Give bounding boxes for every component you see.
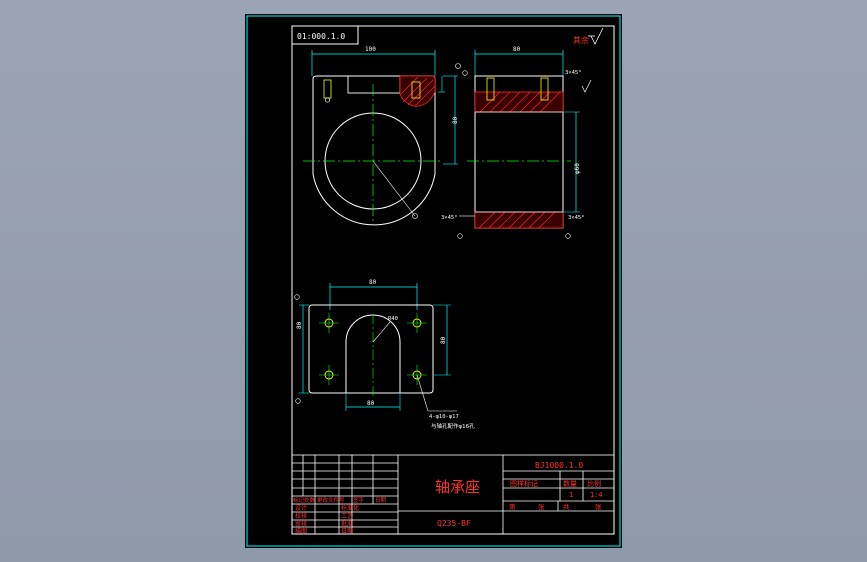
rev-header-5: 日期	[375, 497, 387, 504]
quantity: 1	[569, 491, 573, 499]
note-text: 与轴孔配作φ16孔	[431, 422, 475, 430]
dim-left-chamfer: 3×45°	[441, 215, 458, 221]
front-view[interactable]: 100	[303, 46, 461, 226]
dim-plate-side: 80	[296, 321, 303, 329]
dim-side-chamfer-1: 3×45°	[565, 70, 582, 76]
dim-radius: R40	[388, 316, 398, 322]
sign-name-1: 标准化	[341, 504, 359, 512]
inner-frame	[291, 25, 615, 535]
rev-header-4: 签字	[353, 496, 365, 504]
sign-name-3: 批准	[341, 520, 353, 528]
sign-name-4: 日期	[341, 527, 353, 535]
note-hole: 4-φ10-φ17	[429, 414, 459, 420]
top-view[interactable]: 80	[294, 279, 475, 430]
side-bottom-hatch	[474, 211, 564, 229]
sheet-label-2: 张	[538, 502, 545, 511]
drawing-no: BJ1000.1.0	[535, 461, 583, 470]
rev-header-3: 更改文件号	[317, 496, 345, 504]
sheet-label-4: 张	[595, 502, 602, 511]
sheet-label-1: 第	[509, 502, 516, 511]
rev-header-1: 标记	[293, 496, 305, 504]
material: Q235-BF	[437, 519, 471, 528]
sign-role-4: 描图	[295, 527, 307, 535]
roughness-side-icon	[581, 79, 592, 93]
scale: 1:4	[590, 491, 603, 499]
number-box	[291, 25, 359, 45]
tb-header-1: 图样标记	[510, 479, 538, 488]
dim-side-chamfer-2: 3×45°	[568, 215, 585, 221]
rev-header-2: 处数	[304, 496, 316, 504]
sign-role-2: 校核	[295, 512, 307, 520]
dim-bottom-width: 80	[369, 279, 377, 286]
roughness-note: 其余	[573, 35, 589, 45]
front-hatch-section	[399, 75, 436, 107]
plate-outline	[308, 304, 434, 394]
front-bolt-left-icon	[323, 79, 332, 99]
side-view[interactable]: 80	[441, 46, 592, 239]
dim-bottom-small: 80	[367, 400, 375, 407]
roughness-symbol-icon	[588, 27, 604, 45]
sign-name-2: 工艺	[341, 512, 353, 520]
dim-height: 80	[452, 116, 459, 124]
tb-header-2: 数量	[563, 479, 577, 488]
side-bolt-right-icon	[540, 77, 549, 101]
number-box-text: 01:000.1.0	[297, 32, 345, 41]
front-slot	[347, 75, 401, 94]
dim-bore: φ60	[574, 163, 581, 174]
sheet-label-3: 共	[563, 502, 570, 511]
sheet-border	[246, 15, 621, 547]
dim-plate-height: 80	[440, 336, 447, 344]
sign-role-1: 设计	[295, 504, 307, 512]
side-bolt-left-icon	[486, 77, 495, 101]
sign-role-3: 审核	[295, 520, 307, 528]
tb-header-3: 比例	[587, 479, 601, 488]
title-cn: 轴承座	[435, 478, 480, 496]
title-block[interactable]	[291, 454, 615, 535]
drawing-sheet[interactable]: 01:000.1.0 其余 100	[245, 14, 622, 548]
front-bolt-icon	[411, 81, 421, 99]
dim-top-width: 100	[365, 46, 376, 53]
dim-side-width: 80	[513, 46, 521, 53]
